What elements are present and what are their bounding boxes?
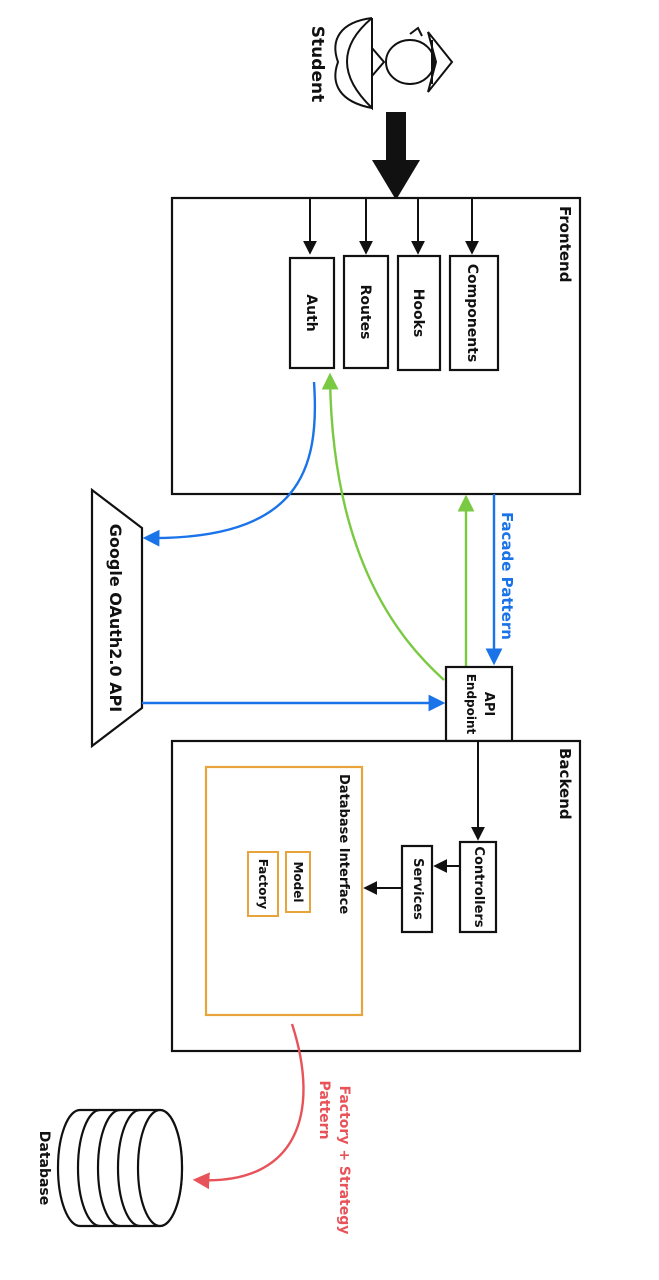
svg-text:Factory: Factory [256, 859, 270, 910]
svg-text:Auth: Auth [303, 294, 319, 331]
module-components: Components [448, 254, 500, 372]
factory-strategy-label-line2: Pattern [316, 1080, 332, 1139]
student-icon [334, 17, 454, 111]
student-label: Student [307, 26, 327, 102]
controllers-box: Controllers [458, 840, 498, 934]
api-endpoint-box [444, 665, 514, 743]
module-routes: Routes [342, 254, 390, 370]
database-label: Database [36, 1131, 52, 1206]
svg-text:Hooks: Hooks [410, 289, 426, 338]
svg-text:Controllers: Controllers [471, 846, 486, 927]
model-box: Model [285, 851, 311, 913]
frontend-module-arrows [303, 198, 479, 255]
student-to-frontend-arrow [372, 112, 420, 200]
svg-text:Components: Components [464, 264, 480, 363]
oauth-label: Google OAuth2.0 API [106, 524, 125, 712]
factory-box: Factory [247, 851, 279, 917]
svg-text:Services: Services [410, 858, 425, 920]
dbinterface-to-database-arrow [192, 1023, 305, 1190]
api-to-auth-arrow [321, 372, 445, 681]
oauth-shape [90, 487, 144, 749]
services-box: Services [400, 844, 434, 934]
facade-pattern-label: Facade Pattern [498, 512, 516, 640]
backend-title: Backend [556, 748, 574, 820]
auth-to-oauth-arrow [142, 381, 317, 547]
db-interface-box [204, 765, 364, 1017]
frontend-title: Frontend [556, 206, 574, 282]
database-icon [56, 1108, 184, 1228]
module-auth: Auth [288, 256, 336, 370]
api-label-line2: Endpoint [464, 674, 478, 735]
api-label-line1: API [481, 692, 496, 716]
svg-text:Model: Model [291, 861, 305, 902]
db-interface-title: Database Interface [336, 774, 351, 914]
module-hooks: Hooks [396, 254, 442, 372]
factory-strategy-label-line1: Factory + Strategy [336, 1086, 352, 1235]
svg-text:Routes: Routes [357, 285, 373, 340]
